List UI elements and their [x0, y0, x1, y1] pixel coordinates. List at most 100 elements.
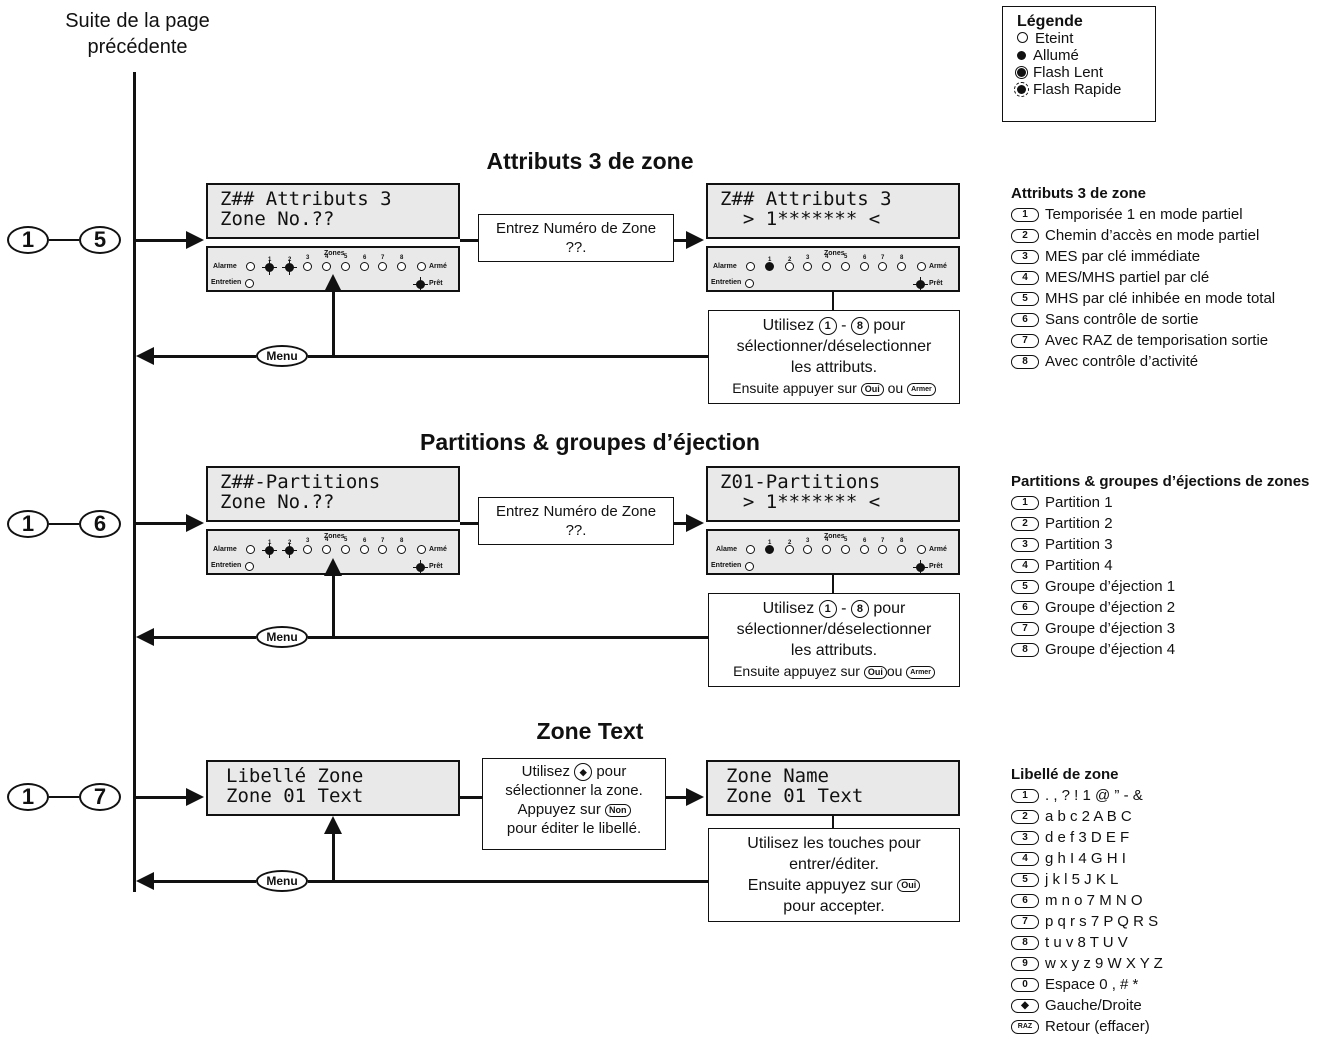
armer-key-icon: Armer [906, 665, 935, 679]
led-ready [913, 277, 928, 292]
oui-key-icon: Oui [863, 665, 887, 679]
arrow-right-icon [186, 788, 204, 806]
legend-title: Légende [1017, 13, 1083, 30]
keypad-panel-left: Zones Alarme 1 2 3 4 5 6 7 8 Armé Entret… [206, 246, 460, 292]
return-line [154, 636, 256, 639]
arrow-left-icon [136, 628, 154, 646]
led-zone-4 [322, 545, 331, 554]
led-zone-3 [803, 545, 812, 554]
led-alarm [746, 545, 755, 554]
arrow-up-icon [324, 816, 342, 834]
return-line [154, 355, 256, 358]
led-zone-4 [822, 545, 831, 554]
arrow-right-icon [186, 514, 204, 532]
key-6[interactable]: 6 [79, 510, 121, 538]
arrow-left-icon [136, 872, 154, 890]
legend-item-on: Allumé [1017, 47, 1141, 64]
left-right-key-icon: ◆ [574, 763, 593, 782]
non-key-icon: Non [605, 803, 631, 817]
led-zone-1 [765, 262, 774, 271]
key-1-icon: 1 [818, 599, 837, 618]
return-up-line [332, 290, 335, 356]
flow-line [460, 239, 478, 242]
led-zone-4 [322, 262, 331, 271]
led-zone-7 [878, 545, 887, 554]
flow-line [136, 239, 186, 242]
arrow-right-icon [686, 514, 704, 532]
led-zone-2 [785, 262, 794, 271]
led-ready [413, 277, 428, 292]
led-zone-4 [822, 262, 831, 271]
flow-line [832, 816, 834, 828]
key-connector [49, 239, 79, 241]
continuation-line-1: Suite de la page [65, 10, 210, 32]
led-zone-7 [378, 262, 387, 271]
led-off-icon [1017, 32, 1028, 43]
led-service [245, 562, 254, 571]
arrow-up-icon [324, 274, 342, 292]
led-zone-3 [303, 545, 312, 554]
key-connector [49, 523, 79, 525]
led-zone-3 [303, 262, 312, 271]
key-1[interactable]: 1 [7, 510, 49, 538]
return-line [308, 636, 708, 639]
lcd-right: Z01-Partitions > 1******* < [706, 466, 960, 522]
led-zone-2 [282, 543, 297, 558]
key-5[interactable]: 5 [79, 226, 121, 254]
led-armed [917, 262, 926, 271]
key-7[interactable]: 7 [79, 783, 121, 811]
menu-key[interactable]: Menu [256, 870, 308, 892]
key-1[interactable]: 1 [7, 783, 49, 811]
section-title-attributes: Attributs 3 de zone [486, 148, 694, 174]
legend-item-fast-flash: Flash Rapide [1014, 81, 1141, 98]
legend-item-slow-flash: Flash Lent [1017, 64, 1141, 81]
flow-line [460, 796, 482, 799]
menu-key[interactable]: Menu [256, 345, 308, 367]
led-alarm [246, 545, 255, 554]
led-zone-7 [378, 545, 387, 554]
led-zone-1 [262, 260, 277, 275]
return-line [308, 880, 708, 883]
led-zone-6 [360, 545, 369, 554]
lcd-right: Z## Attributs 3 > 1******* < [706, 183, 960, 239]
led-zone-3 [803, 262, 812, 271]
led-service [745, 279, 754, 288]
led-alarm [246, 262, 255, 271]
continuation-line-2: précédente [87, 36, 188, 58]
led-zone-5 [341, 545, 350, 554]
return-up-line [332, 832, 335, 881]
menu-key[interactable]: Menu [256, 626, 308, 648]
arrow-right-icon [686, 788, 704, 806]
key-1[interactable]: 1 [7, 226, 49, 254]
return-line [154, 880, 256, 883]
led-zone-6 [860, 545, 869, 554]
led-zone-7 [878, 262, 887, 271]
section-title-zone-text: Zone Text [536, 718, 644, 744]
legend-item-off: Eteint [1017, 30, 1141, 47]
led-zone-5 [841, 545, 850, 554]
key-1-icon: 1 [818, 316, 837, 335]
select-zone-box: Utilisez ◆ pour sélectionner la zone. Ap… [482, 758, 666, 850]
flow-line [136, 522, 186, 525]
led-armed [917, 545, 926, 554]
led-zone-8 [897, 262, 906, 271]
led-ready [413, 560, 428, 575]
flow-line [674, 239, 686, 242]
led-armed [417, 262, 426, 271]
keypad-panel-right: Zones Alarme 1 2 3 4 5 6 7 8 Armé Entret… [706, 246, 960, 292]
arrow-up-icon [324, 558, 342, 576]
arrow-right-icon [686, 231, 704, 249]
continuation-label: Suite de la page précédente [40, 8, 235, 60]
flow-line [832, 575, 834, 593]
return-line [308, 355, 708, 358]
led-on-icon [1017, 51, 1026, 60]
enter-zone-box: Entrez Numéro de Zone ??. [478, 214, 674, 262]
led-fast-flash-icon [1014, 82, 1029, 97]
led-ready [913, 560, 928, 575]
led-zone-5 [341, 262, 350, 271]
